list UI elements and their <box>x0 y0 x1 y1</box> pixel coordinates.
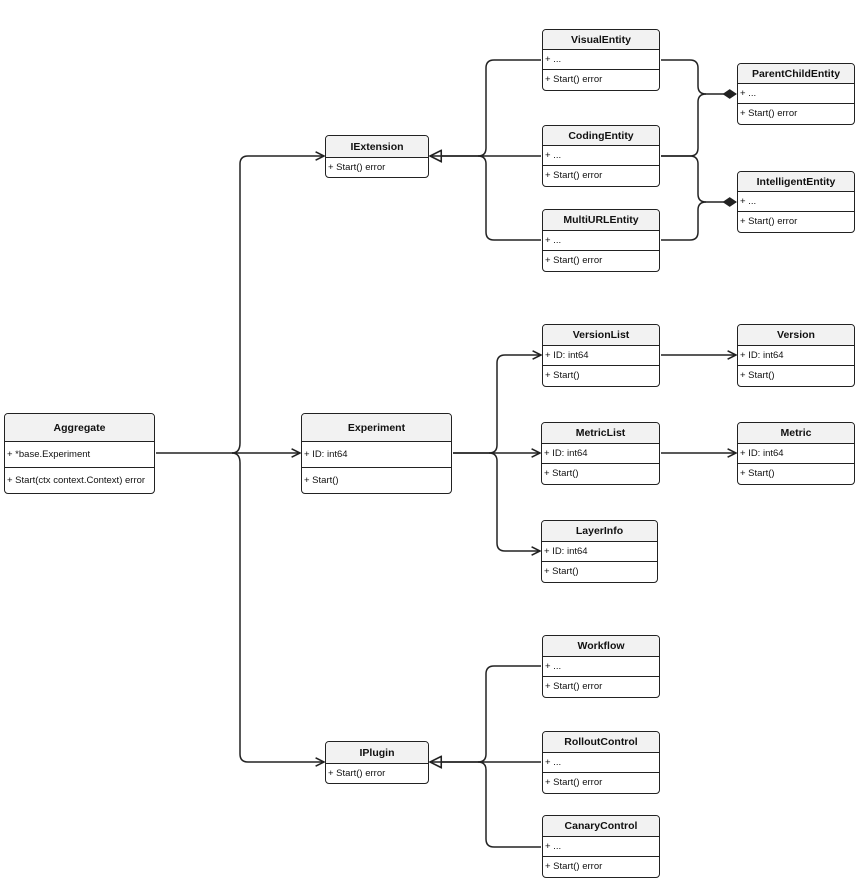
class-method: + Start() error <box>545 777 603 788</box>
class-field: + ... <box>543 50 659 70</box>
compose-coding-intelligent <box>661 155 737 207</box>
class-experiment[interactable]: Experiment + ID: int64 + Start() <box>301 413 452 494</box>
class-version-list[interactable]: VersionList + ID: int64 + Start() <box>542 324 660 387</box>
class-method: + Start() error <box>740 108 798 119</box>
class-rollout-control[interactable]: RolloutControl + ... + Start() error <box>542 731 660 794</box>
class-metric[interactable]: Metric + ID: int64 + Start() <box>737 422 855 485</box>
class-method: + Start(ctx context.Context) error <box>7 474 146 486</box>
class-field: + ... <box>543 231 659 251</box>
realize-multiurl-iextension <box>477 155 541 241</box>
class-field: + ... <box>738 192 854 212</box>
class-method: + Start() error <box>545 255 603 266</box>
class-visual-entity[interactable]: VisualEntity + ... + Start() error <box>542 29 660 91</box>
class-method: + Start() <box>740 370 775 381</box>
class-name: Metric <box>738 423 854 444</box>
class-field: + ID: int64 <box>738 346 854 366</box>
compose-visual-parentchild <box>661 59 737 99</box>
link-aggregate-iplugin <box>231 452 324 762</box>
class-method: + Start() <box>544 566 579 577</box>
class-field: + ... <box>543 753 659 773</box>
class-name: Version <box>738 325 854 346</box>
class-field: + ID: int64 <box>738 444 854 464</box>
class-workflow[interactable]: Workflow + ... + Start() error <box>542 635 660 698</box>
class-method: + Start() error <box>545 170 603 181</box>
interface-iplugin[interactable]: IPlugin + Start() error <box>325 741 429 784</box>
class-method: + Start() error <box>545 861 603 872</box>
class-name: VisualEntity <box>543 30 659 50</box>
class-method: + Start() <box>545 370 580 381</box>
class-method: + Start() <box>740 468 775 479</box>
class-name: IntelligentEntity <box>738 172 854 192</box>
class-name: Workflow <box>543 636 659 657</box>
interface-iextension[interactable]: IExtension + Start() error <box>325 135 429 178</box>
realize-canary-iplugin <box>477 761 541 848</box>
class-field: + ID: int64 <box>542 542 657 562</box>
class-method: + Start() <box>304 474 339 486</box>
class-canary-control[interactable]: CanaryControl + ... + Start() error <box>542 815 660 878</box>
class-version[interactable]: Version + ID: int64 + Start() <box>737 324 855 387</box>
class-metric-list[interactable]: MetricList + ID: int64 + Start() <box>541 422 660 485</box>
class-name: CodingEntity <box>543 126 659 146</box>
class-name: Experiment <box>302 414 451 442</box>
class-field: + ... <box>543 146 659 166</box>
realize-visual-iextension <box>430 59 541 156</box>
class-layer-info[interactable]: LayerInfo + ID: int64 + Start() <box>541 520 658 583</box>
class-coding-entity[interactable]: CodingEntity + ... + Start() error <box>542 125 660 187</box>
realize-workflow-iplugin <box>430 665 541 762</box>
class-name: MultiURLEntity <box>543 210 659 231</box>
class-parent-child-entity[interactable]: ParentChildEntity + ... + Start() error <box>737 63 855 125</box>
link-experiment-layerinfo <box>488 452 540 551</box>
class-field: + *base.Experiment <box>5 442 154 468</box>
class-intelligent-entity[interactable]: IntelligentEntity + ... + Start() error <box>737 171 855 233</box>
class-name: IPlugin <box>326 742 428 764</box>
compose-multiurl-intelligent <box>661 201 707 241</box>
class-aggregate[interactable]: Aggregate + *base.Experiment + Start(ctx… <box>4 413 155 494</box>
class-name: VersionList <box>543 325 659 346</box>
compose-coding-parentchild <box>661 93 707 157</box>
class-method: + Start() error <box>328 768 386 779</box>
link-aggregate-iextension <box>231 156 324 454</box>
class-name: IExtension <box>326 136 428 158</box>
class-method: + Start() error <box>740 216 798 227</box>
class-name: RolloutControl <box>543 732 659 753</box>
class-field: + ID: int64 <box>543 346 659 366</box>
class-method: + Start() error <box>545 74 603 85</box>
class-name: LayerInfo <box>542 521 657 542</box>
class-multiurl-entity[interactable]: MultiURLEntity + ... + Start() error <box>542 209 660 272</box>
class-field: + ... <box>543 837 659 857</box>
class-name: ParentChildEntity <box>738 64 854 84</box>
class-field: + ID: int64 <box>302 442 451 468</box>
class-method: + Start() error <box>328 162 386 173</box>
class-field: + ID: int64 <box>542 444 659 464</box>
class-name: MetricList <box>542 423 659 444</box>
class-name: Aggregate <box>5 414 154 442</box>
class-name: CanaryControl <box>543 816 659 837</box>
class-field: + ... <box>543 657 659 677</box>
class-method: + Start() <box>544 468 579 479</box>
link-experiment-versionlist <box>453 355 541 454</box>
class-field: + ... <box>738 84 854 104</box>
class-method: + Start() error <box>545 681 603 692</box>
